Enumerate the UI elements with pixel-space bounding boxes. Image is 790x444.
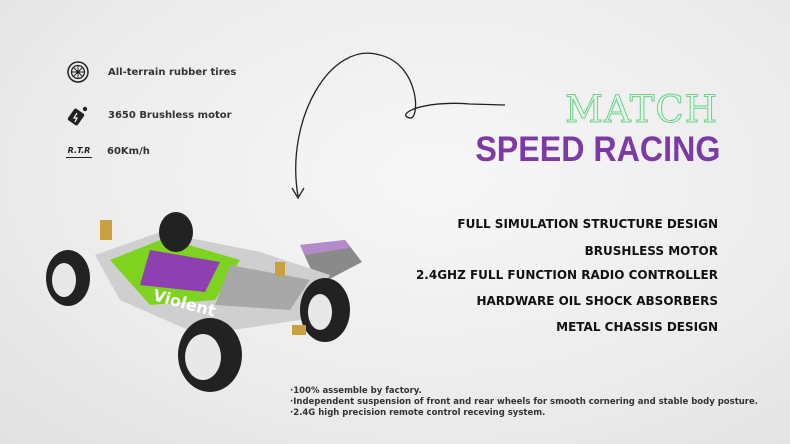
- bullet-item: ·Independent suspension of front and rea…: [290, 397, 758, 407]
- feature-tires: All-terrain rubber tires: [66, 60, 236, 84]
- spec-item: 2.4GHZ FULL FUNCTION RADIO CONTROLLER: [415, 268, 718, 282]
- feature-label: 3650 Brushless motor: [108, 109, 232, 121]
- spec-item: FULL SIMULATION STRUCTURE DESIGN: [457, 217, 718, 231]
- feature-speed: R.T.R 60Km/h: [66, 144, 150, 158]
- headline-speed-racing: SPEED RACING: [474, 130, 720, 169]
- headline-match: MATCH: [565, 88, 718, 132]
- tire-icon: [66, 60, 90, 84]
- feature-motor: 3650 Brushless motor: [66, 103, 232, 127]
- bullet-item: ·100% assemble by factory.: [290, 386, 422, 396]
- rtr-icon: R.T.R: [66, 144, 92, 158]
- spec-item: METAL CHASSIS DESIGN: [556, 320, 718, 334]
- bullet-item: ·2.4G high precision remote control rece…: [290, 408, 546, 418]
- spec-item: BRUSHLESS MOTOR: [584, 244, 718, 258]
- feature-label: All-terrain rubber tires: [108, 66, 237, 78]
- feature-label: 60Km/h: [107, 145, 150, 157]
- spec-item: HARDWARE OIL SHOCK ABSORBERS: [476, 294, 718, 308]
- motor-icon: [66, 103, 90, 127]
